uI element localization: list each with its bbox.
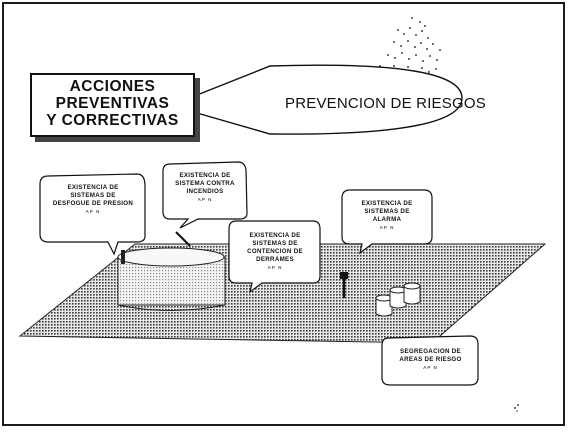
bubble-segregacion-text: SEGREGACION DE AREAS DE RIESGO AP N <box>384 348 477 372</box>
alarm-post <box>340 272 348 298</box>
bubble-derrames-small: AP N <box>267 265 283 270</box>
bubble-desfogue-small: AP N <box>85 209 101 214</box>
bubble-alarma-text: EXISTENCIA DE SISTEMAS DE ALARMA AP N <box>344 200 430 232</box>
bubble-incendios-small: AP N <box>197 197 213 202</box>
bubble-incendios-line-1: EXISTENCIA DE <box>179 172 231 179</box>
title-line-3: Y CORRECTIVAS <box>46 112 179 129</box>
bubble-segregacion-shape <box>381 335 479 386</box>
storage-tank <box>117 247 226 311</box>
bubble-desfogue-shape <box>39 173 146 256</box>
bubble-incendios-text: EXISTENCIA DE SISTEMA CONTRA INCENDIOS A… <box>165 172 245 204</box>
bubble-incendios-line-2: SISTEMA CONTRA <box>175 180 235 187</box>
title-line-2: PREVENTIVAS <box>55 95 170 112</box>
pointer-incendios <box>175 231 191 247</box>
title-box: ACCIONES PREVENTIVAS Y CORRECTIVAS <box>30 73 195 137</box>
bubble-derrames-text: EXISTENCIA DE SISTEMAS DE CONTENCION DE … <box>231 232 319 272</box>
slide-frame <box>2 2 565 426</box>
bubble-derrames-line-3: CONTENCION DE <box>247 248 303 255</box>
bubble-alarma-line-1: EXISTENCIA DE <box>361 200 413 207</box>
subtitle-text: PREVENCION DE RIESGOS <box>285 95 486 112</box>
bubble-incendios-line-3: INCENDIOS <box>186 188 224 195</box>
bubble-segregacion-small: AP N <box>423 365 438 370</box>
bubble-incendios-shape <box>162 161 248 229</box>
bubble-segregacion-line-1: SEGREGACION DE <box>400 348 461 355</box>
bubble-derrames-line-1: EXISTENCIA DE <box>249 232 301 239</box>
bubble-derrames-line-2: SISTEMAS DE <box>252 240 298 247</box>
bubble-alarma-line-3: ALARMA <box>372 216 402 223</box>
arrow-shape <box>196 64 463 135</box>
bubble-desfogue-line-3: DESFOGUE DE PRESION <box>52 200 134 207</box>
bubble-alarma-small: AP N <box>379 225 395 230</box>
bubble-desfogue-text: EXISTENCIA DE SISTEMAS DE DESFOGUE DE PR… <box>42 184 144 216</box>
bubble-alarma-shape <box>341 189 433 255</box>
bubble-desfogue-line-1: EXISTENCIA DE <box>67 184 119 191</box>
barrels <box>375 282 421 317</box>
bubble-alarma-line-2: SISTEMAS DE <box>364 208 410 215</box>
bubble-derrames-shape <box>228 220 321 294</box>
bubble-desfogue-line-2: SISTEMAS DE <box>70 192 116 199</box>
bubble-segregacion-line-2: AREAS DE RIESGO <box>399 356 462 363</box>
stray-mark <box>514 404 519 412</box>
bubble-derrames-line-4: DERRAMES <box>256 256 294 263</box>
title-line-1: ACCIONES <box>69 78 156 95</box>
